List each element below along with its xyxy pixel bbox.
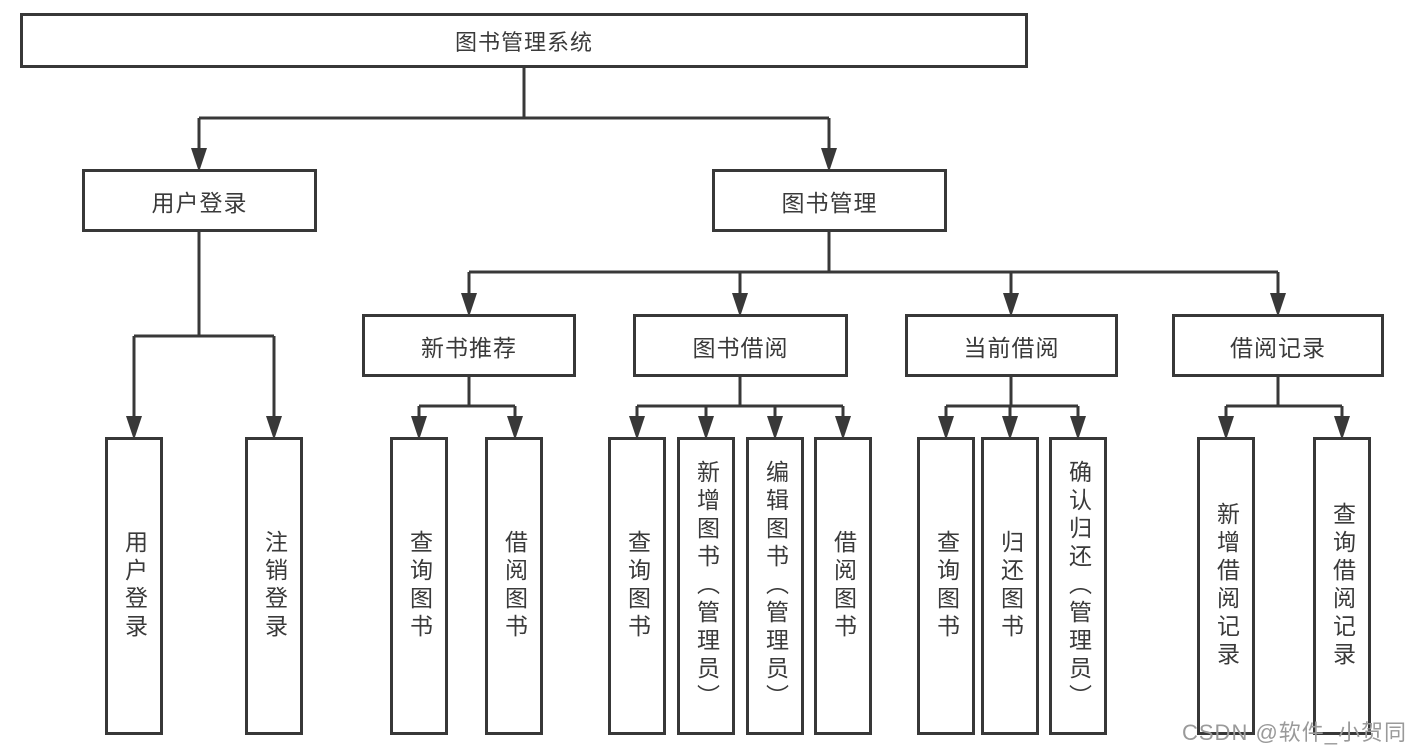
- leaf-add-borrow-record: 新增借阅记录: [1197, 437, 1255, 735]
- node-user-login: 用户登录: [82, 169, 317, 232]
- leaf-borrow-book-borrowing: 借阅图书: [814, 437, 872, 735]
- leaf-return-book: 归还图书: [981, 437, 1039, 735]
- node-current-borrowing: 当前借阅: [905, 314, 1118, 377]
- leaf-edit-book-admin: 编辑图书（管理员）: [746, 437, 804, 735]
- leaf-query-borrow-record: 查询借阅记录: [1313, 437, 1371, 735]
- leaf-query-book-current: 查询图书: [917, 437, 975, 735]
- leaf-logout: 注销登录: [245, 437, 303, 735]
- watermark: CSDN @软件_小贺同学: [1182, 720, 1405, 745]
- leaf-confirm-return-admin: 确认归还（管理员）: [1049, 437, 1107, 735]
- node-book-management: 图书管理: [712, 169, 947, 232]
- leaf-query-book-recommend: 查询图书: [390, 437, 448, 735]
- node-new-book-recommendation: 新书推荐: [362, 314, 576, 377]
- node-borrowing-records: 借阅记录: [1172, 314, 1384, 377]
- leaf-user-login: 用户登录: [105, 437, 163, 735]
- leaf-add-book-admin: 新增图书（管理员）: [677, 437, 735, 735]
- node-book-borrowing: 图书借阅: [633, 314, 848, 377]
- node-library-management-system: 图书管理系统: [20, 13, 1028, 68]
- leaf-query-book-borrowing: 查询图书: [608, 437, 666, 735]
- leaf-borrow-book-recommend: 借阅图书: [485, 437, 543, 735]
